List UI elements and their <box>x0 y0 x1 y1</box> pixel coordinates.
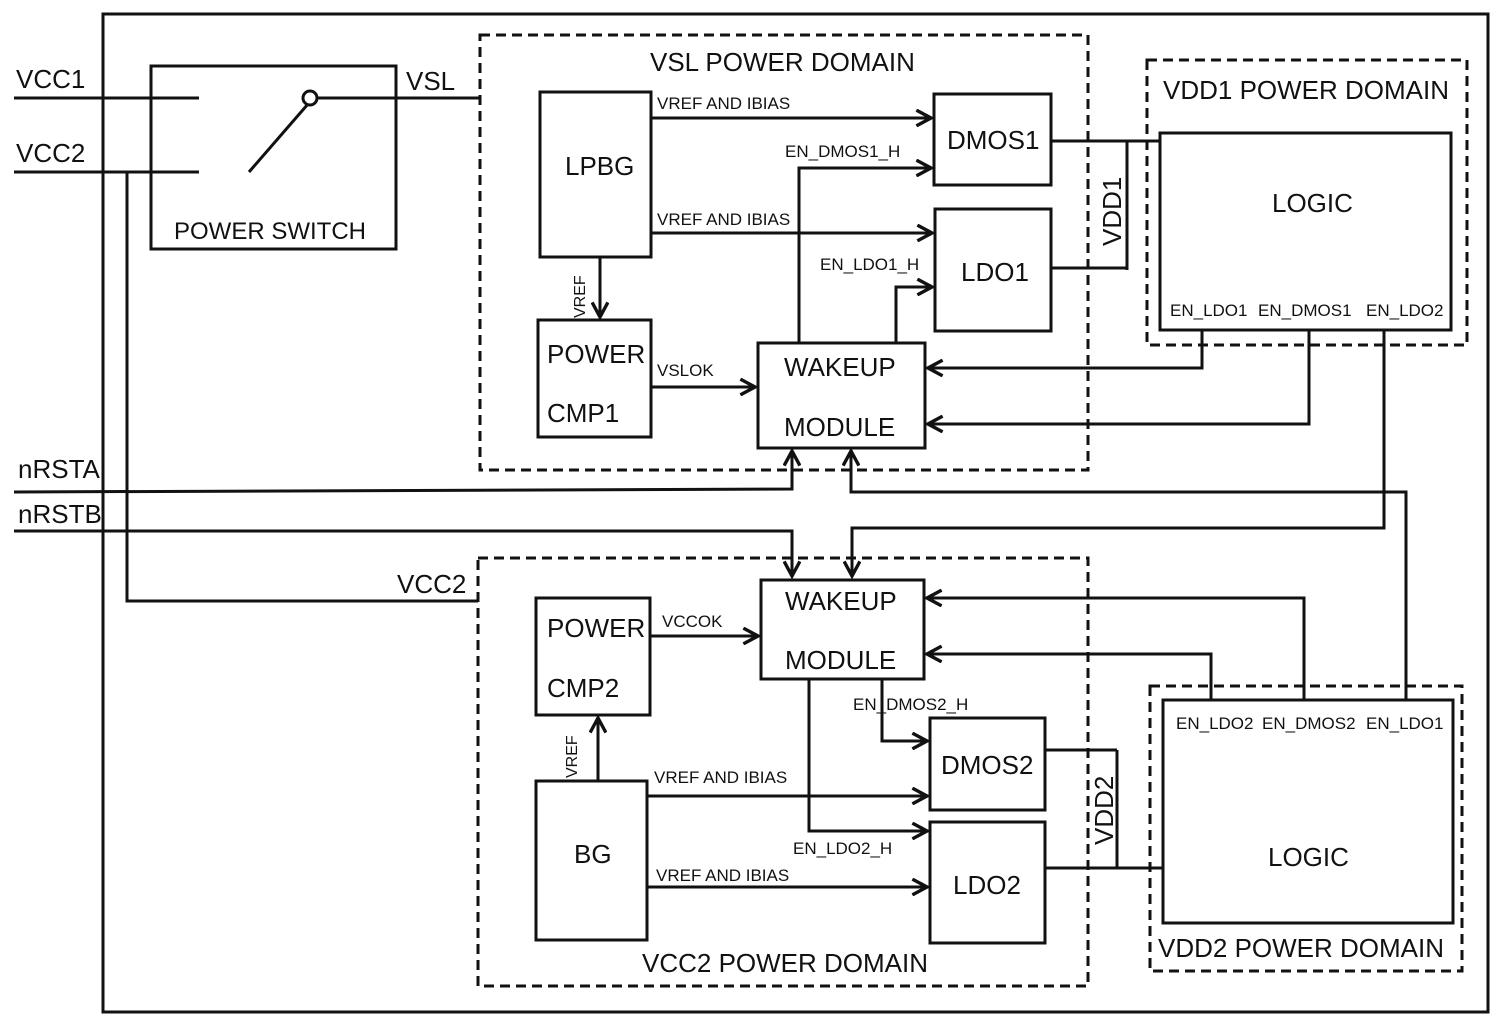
vref-ibias-3-label: VREF AND IBIAS <box>654 768 787 787</box>
vslok-label: VSLOK <box>657 361 714 380</box>
vdd2-logic-block <box>1161 698 1455 925</box>
en-dmos1-h-label: EN_DMOS1_H <box>785 142 900 161</box>
vcc2-feed-wire <box>125 172 478 603</box>
ldo1-label: LDO1 <box>961 257 1029 287</box>
en-dmos1-h-arrow <box>797 168 931 343</box>
vccok-label: VCCOK <box>662 612 723 631</box>
bg-label: BG <box>574 839 612 869</box>
en-dmos2-h-arrow <box>880 679 927 741</box>
wakeup-vcc2-label-line2: MODULE <box>785 645 896 675</box>
vdd2-pin-en-ldo1: EN_LDO1 <box>1366 714 1443 733</box>
vdd2-logic-label: LOGIC <box>1268 842 1349 872</box>
vcc2-domain-title: VCC2 POWER DOMAIN <box>642 948 928 978</box>
vdd1-en-ldo1-to-wakeup <box>928 330 1204 368</box>
vdd2-en-dmos2-to-wakeup <box>927 598 1306 700</box>
power-cmp1-label-line1: POWER <box>547 339 645 369</box>
nrstb-wire <box>14 529 792 576</box>
vcc2-supply-label: VCC2 <box>397 569 466 599</box>
vdd1-en-dmos1-to-wakeup <box>928 330 1311 424</box>
vdd1-logic-block <box>1158 131 1453 332</box>
nrsta-pin-label: nRSTA <box>18 454 101 484</box>
dmos2-label: DMOS2 <box>941 750 1033 780</box>
vref-ibias-4-label: VREF AND IBIAS <box>656 866 789 885</box>
ldo1-block <box>933 207 1053 333</box>
vref-ibias-1-label: VREF AND IBIAS <box>657 94 790 113</box>
bg-block <box>534 779 649 942</box>
en-ldo1-h-arrow <box>894 287 932 343</box>
vdd2-en-ldo1-to-vsl-wakeup <box>851 451 1408 700</box>
vdd1-logic-label: LOGIC <box>1272 188 1353 218</box>
ldo2-label: LDO2 <box>953 870 1021 900</box>
vdd1-power-domain-boundary <box>1145 58 1469 347</box>
vdd2-pin-en-dmos2: EN_DMOS2 <box>1262 714 1356 733</box>
lpbg-block <box>538 90 653 259</box>
vdd1-pin-en-ldo1: EN_LDO1 <box>1170 301 1247 320</box>
en-ldo2-h-arrow <box>807 679 927 831</box>
ldo2-block <box>928 820 1047 945</box>
wakeup-vsl-label-line2: MODULE <box>784 412 895 442</box>
vdd2-power-domain-boundary <box>1148 684 1464 973</box>
nrsta-wire <box>13 451 792 494</box>
vdd1-rail-label: VDD1 <box>1097 177 1127 246</box>
en-ldo2-h-label: EN_LDO2_H <box>793 839 892 858</box>
vcc2-pin-label: VCC2 <box>16 138 85 168</box>
vsl-domain-title: VSL POWER DOMAIN <box>650 47 915 77</box>
power-cmp2-label-line2: CMP2 <box>547 673 619 703</box>
power-cmp2-label-line1: POWER <box>547 613 645 643</box>
vdd1-pin-en-dmos1: EN_DMOS1 <box>1258 301 1352 320</box>
switch-blade <box>247 103 310 173</box>
wakeup-vcc2-label-line1: WAKEUP <box>785 586 897 616</box>
vref-cmp2-label: VREF <box>564 735 581 778</box>
power-cmp2-block <box>534 596 652 717</box>
vdd2-domain-title: VDD2 POWER DOMAIN <box>1158 933 1444 963</box>
vref-ibias-2-label: VREF AND IBIAS <box>657 210 790 229</box>
lpbg-label: LPBG <box>565 151 634 181</box>
vdd2-pin-en-ldo2: EN_LDO2 <box>1176 714 1253 733</box>
dmos1-label: DMOS1 <box>947 125 1039 155</box>
vsl-label: VSL <box>406 66 455 96</box>
switch-pivot <box>301 89 319 107</box>
vsl-power-domain-boundary <box>478 33 1090 472</box>
vdd1-pin-en-ldo2: EN_LDO2 <box>1366 301 1443 320</box>
vdd1-domain-title: VDD1 POWER DOMAIN <box>1163 75 1449 105</box>
power-switch-label: POWER SWITCH <box>174 218 366 245</box>
dmos2-block <box>928 716 1047 812</box>
wakeup-module-vcc2-block <box>759 578 926 681</box>
power-cmp1-block <box>536 318 653 439</box>
en-ldo1-h-label: EN_LDO1_H <box>820 255 919 274</box>
en-dmos2-h-label: EN_DMOS2_H <box>853 695 968 714</box>
nrstb-pin-label: nRSTB <box>18 499 102 529</box>
vref-cmp1-label: VREF <box>572 275 589 318</box>
vdd2-en-ldo2-to-wakeup <box>927 654 1213 700</box>
wakeup-vsl-label-line1: WAKEUP <box>784 352 896 382</box>
chip-boundary <box>101 12 1490 1014</box>
vcc1-pin-label: VCC1 <box>16 64 85 94</box>
vcc2-power-domain-boundary <box>476 556 1090 988</box>
vdd2-rail-label: VDD2 <box>1089 776 1119 845</box>
wakeup-module-vsl-block <box>756 341 927 450</box>
vdd1-en-ldo2-to-vcc2-wakeup <box>852 330 1386 576</box>
power-cmp1-label-line2: CMP1 <box>547 398 619 428</box>
